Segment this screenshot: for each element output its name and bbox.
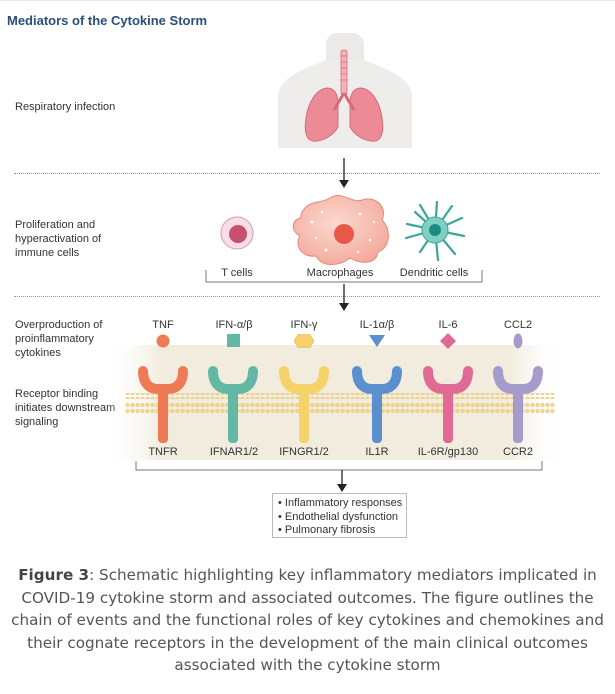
arrow-to-cytokines: [339, 284, 349, 311]
membrane-top-leaflet: [125, 393, 555, 399]
lungs-illustration: [304, 49, 384, 142]
cytokine-label-il6: IL-6: [439, 319, 458, 331]
label-receptor-binding: Receptor binding initiates downstream si…: [15, 388, 116, 428]
receptor-ifngr: [279, 366, 329, 443]
caption-figure-number: Figure 3: [18, 566, 90, 584]
receptor-label-ifnar: IFNAR1/2: [210, 446, 258, 458]
diagram-canvas: T cells Macrophages Dendritic cells TNF …: [105, 33, 565, 492]
outcome-item: • Pulmonary fibrosis: [278, 524, 376, 536]
tnf-circle-icon: [156, 334, 170, 348]
outcome-item: • Inflammatory responses: [278, 497, 403, 509]
divider-1: [14, 173, 600, 174]
il1-triangle-icon: [369, 335, 385, 347]
ifn-alpha-beta-square-icon: [227, 334, 240, 347]
cytokine-label-ccl2: CCL2: [504, 319, 532, 331]
divider-2: [14, 296, 600, 297]
top-border: [0, 0, 615, 1]
membrane-bottom-leaflet: [125, 409, 555, 415]
receptor-bracket: [135, 461, 543, 471]
figure-caption: Figure 3: Schematic highlighting key inf…: [0, 564, 615, 677]
cytokine-label-ifn-gamma: IFN-γ: [291, 319, 318, 331]
label-respiratory-infection: Respiratory infection: [15, 101, 116, 113]
receptor-label-il6r: IL-6R/gp130: [418, 446, 479, 458]
dendritic-cells-label: Dendritic cells: [400, 267, 469, 279]
receptor-tnfr: [138, 366, 188, 443]
receptor-label-ccr2: CCR2: [503, 446, 533, 458]
outcome-item: • Endothelial dysfunction: [278, 510, 399, 523]
cytokine-label-il1: IL-1α/β: [360, 319, 395, 331]
t-cells-label: T cells: [221, 267, 253, 279]
label-proliferation: Proliferation and hyperactivation of imm…: [15, 219, 102, 259]
cytokine-label-tnf: TNF: [152, 319, 174, 331]
arrow-to-outcomes: [337, 470, 347, 492]
receptor-label-ifngr: IFNGR1/2: [279, 446, 329, 458]
il6-diamond-icon: [440, 333, 456, 349]
receptor-il6r: [423, 366, 473, 443]
caption-text: : Schematic highlighting key inflammator…: [11, 566, 604, 674]
outcomes-box: • Inflammatory responses • Endothelial d…: [272, 493, 407, 538]
arrow-to-immune-cells: [339, 158, 349, 188]
ifn-gamma-hexagon-icon: [293, 334, 315, 348]
receptor-il1r: [352, 366, 402, 443]
membrane-inner-leaflet: [125, 401, 555, 407]
macrophages-label: Macrophages: [307, 267, 374, 279]
receptor-ifnar: [208, 366, 258, 443]
label-overproduction: Overproduction of proinflammatory cytoki…: [15, 319, 103, 359]
cytokine-label-ifn-alpha-beta: IFN-α/β: [215, 319, 252, 331]
macrophage-icon: [292, 195, 389, 265]
t-cell-icon: [220, 216, 254, 250]
figure-title: Mediators of the Cytokine Storm: [7, 13, 208, 28]
receptor-label-il1r: IL1R: [365, 446, 388, 458]
ccl2-ellipse-icon: [513, 333, 523, 349]
receptor-ccr2: [493, 366, 543, 443]
receptor-label-tnfr: TNFR: [148, 446, 177, 458]
dendritic-cell-icon: [404, 200, 466, 262]
